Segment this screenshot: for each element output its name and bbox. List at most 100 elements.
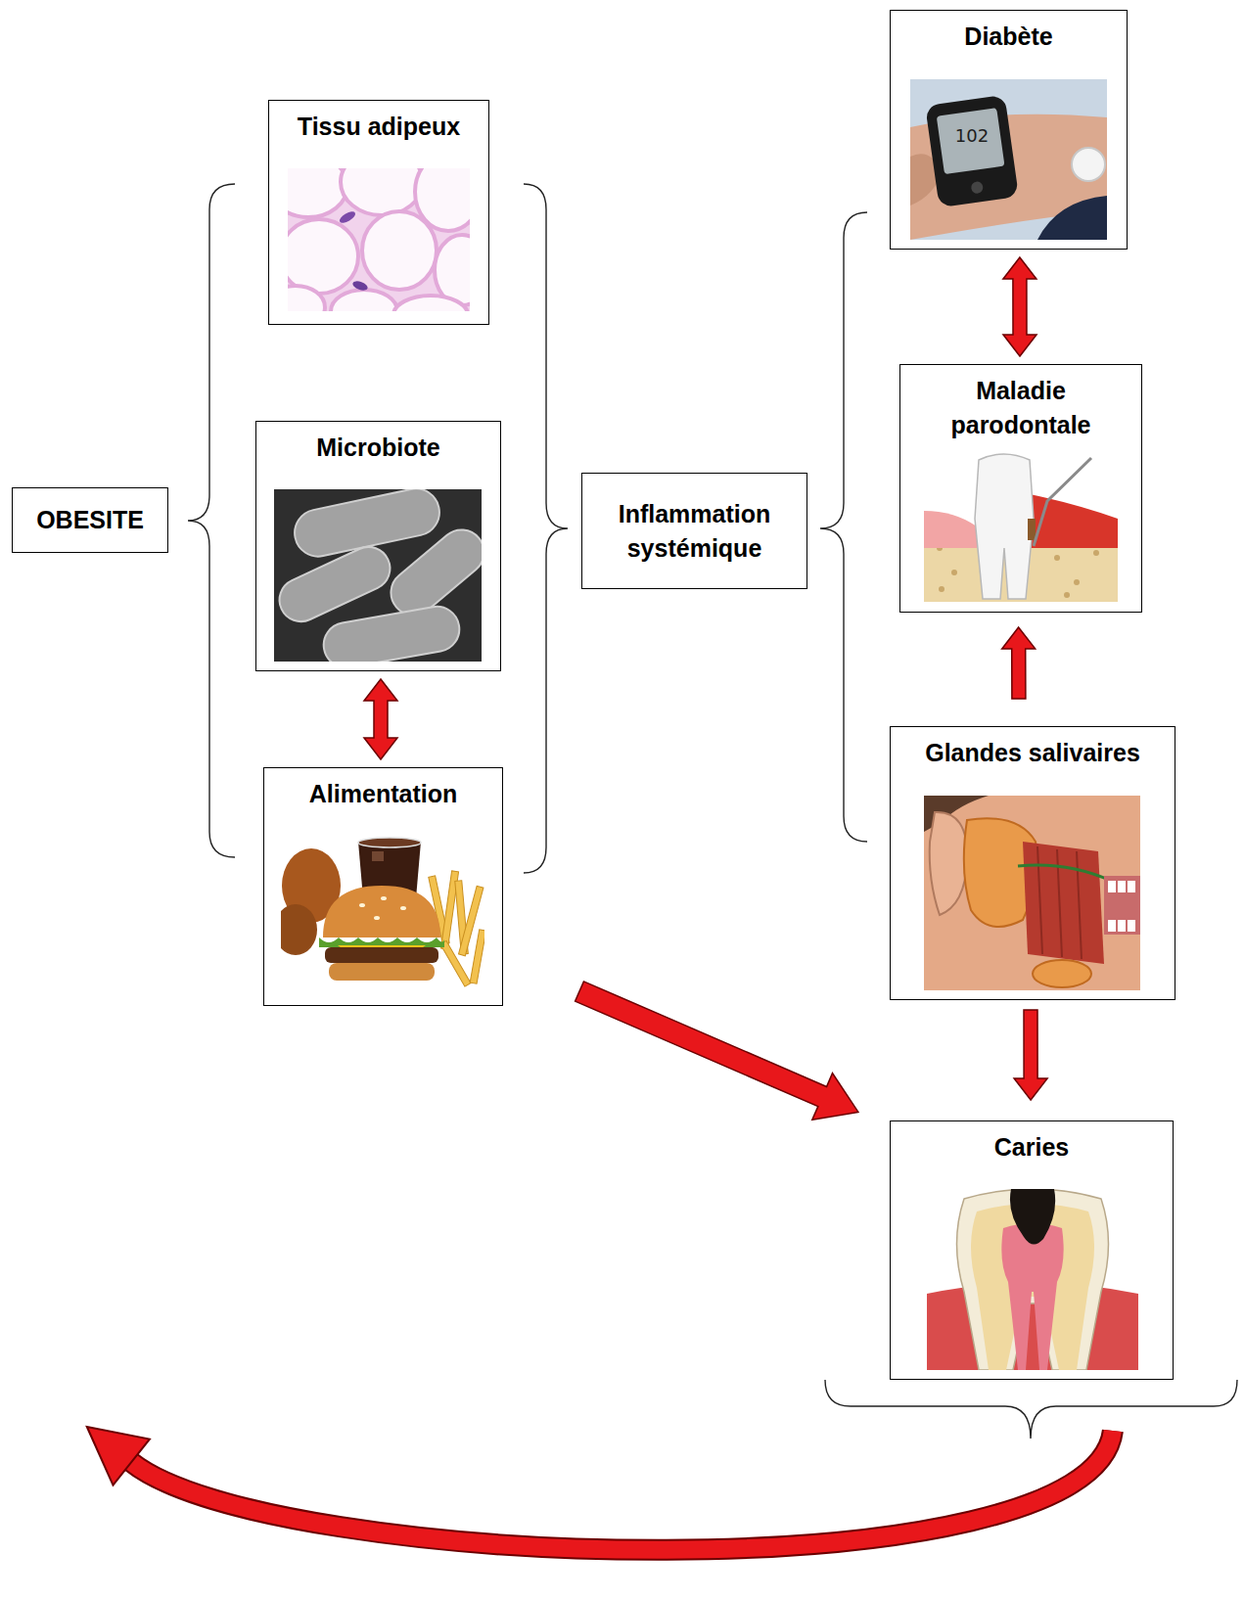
adipose-picture-part-part [330,289,398,312]
caries-tooth-picture-part [1010,1189,1056,1245]
concept-box: Inflammation systémique [581,472,808,590]
fast-food-picture-part-part [359,903,366,908]
adipose-picture-part [351,279,369,293]
adipose-picture-part [337,209,358,226]
salivary-gland-picture-part-part [1107,920,1116,932]
caries-tooth-picture [926,1189,1139,1371]
connector-body [131,1430,1113,1551]
node-label: Maladie parodontale [900,373,1142,443]
caries-tooth-picture-part [926,1189,1139,1371]
fast-food-picture [280,836,485,996]
salivary-gland-picture-part [1022,841,1105,965]
fast-food-picture-part-part [373,916,380,921]
node-label: OBESITE [12,503,168,538]
glucose-meter-picture-part [1071,147,1106,182]
fast-food-picture-part [280,904,318,956]
concept-box: Caries [889,1120,1174,1381]
salivary-gland-picture-part [1017,865,1111,881]
periodontal-tooth-picture-part [1033,458,1092,547]
salivary-gland-picture-part-part [1076,851,1082,960]
glucose-meter-picture-part-part [970,181,985,195]
concept-box: Alimentation [263,767,504,1007]
adipose-picture [287,168,470,312]
fast-food-picture-part [324,947,439,964]
group-bracket-part [187,184,235,858]
salivary-gland-picture-part [1104,875,1141,935]
fast-food-picture-part [371,851,384,862]
concept-box: Diabète [889,9,1128,250]
node-label: Inflammation systémique [582,497,807,566]
block-arrow [364,679,398,760]
fast-food-picture-part [322,885,441,938]
node-label: Caries [890,1130,1173,1165]
salivary-gland-picture-part-part [1127,920,1136,932]
glucose-meter-picture-part [910,79,1107,240]
periodontal-tooth-picture-part-part [951,569,958,576]
salivary-gland-picture-part [1037,846,1082,960]
node-label: Alimentation [264,777,503,812]
periodontal-tooth-picture-part [1029,494,1118,549]
concept-box: Glandes salivaires [889,726,1176,1001]
glucose-meter-picture-part-part [924,94,1019,208]
bacteria-picture-part [274,489,482,662]
periodontal-tooth-picture-part [974,454,1034,599]
salivary-gland-picture-part-part [1107,880,1116,893]
caries-tooth-picture-part [1001,1223,1063,1371]
periodontal-tooth-picture-part-part [1054,554,1060,561]
adipose-picture-part [287,168,470,312]
bacteria-picture [274,489,482,662]
salivary-gland-picture-part-part [1117,920,1126,932]
salivary-gland-picture-part-part [1127,880,1136,893]
adipose-picture-part-part [340,168,423,216]
glucose-meter-picture [910,79,1107,240]
concept-box: Tissu adipeux [268,99,490,325]
connector-arrow [1003,257,1037,357]
fast-food-picture-part-part [400,906,407,911]
concept-box: Microbiote [255,420,502,672]
group-bracket-part [820,212,868,842]
concept-box: Maladie parodontale [899,364,1143,613]
node-label: Glandes salivaires [890,736,1175,771]
connector-arrow [87,1427,1113,1551]
salivary-gland-picture-part [1032,960,1092,988]
bacteria-picture-part-part [274,540,398,630]
fast-food-picture-part-part [469,929,485,984]
glucose-meter-picture-part-part [936,107,1006,175]
adipose-picture-part-part [362,211,437,290]
salivary-gland-picture-part [923,795,1141,991]
periodontal-tooth-picture [923,449,1118,602]
salivary-gland-picture [923,795,1141,991]
connector-arrow [1013,1010,1048,1101]
periodontal-tooth-picture-part-part [1073,579,1080,586]
adipose-picture-part-part [287,219,359,294]
node-label: Diabète [890,19,1127,54]
periodontal-tooth-picture-part-part [1093,550,1100,556]
adipose-picture-part-part [393,295,468,312]
block-arrow [1013,1010,1048,1101]
block-arrow [575,981,859,1120]
concept-box: OBESITE [11,487,169,553]
periodontal-tooth-picture-part [923,510,977,549]
connector-outline [131,1430,1113,1551]
group-bracket [187,184,1238,1439]
periodontal-tooth-picture-part-part [1063,592,1070,599]
glucose-meter-picture-part [924,94,1019,208]
salivary-gland-picture-part [929,812,968,916]
connector-arrow [575,981,859,1120]
fast-food-picture-part [359,896,407,921]
node-label: Tissu adipeux [269,109,489,144]
salivary-gland-picture-part-part [1117,880,1126,893]
connector-arrow [1002,627,1036,699]
periodontal-tooth-picture-part-part [938,586,945,593]
fast-food-picture-part-part [440,940,471,987]
node-label: Microbiote [256,430,501,465]
arrow-head [87,1427,150,1486]
fast-food-picture-part [358,837,421,848]
connector-arrow [364,679,398,760]
glucose-meter-picture-part [1037,195,1107,240]
group-bracket-part [825,1380,1238,1439]
adipose-picture-part-part [287,285,325,312]
